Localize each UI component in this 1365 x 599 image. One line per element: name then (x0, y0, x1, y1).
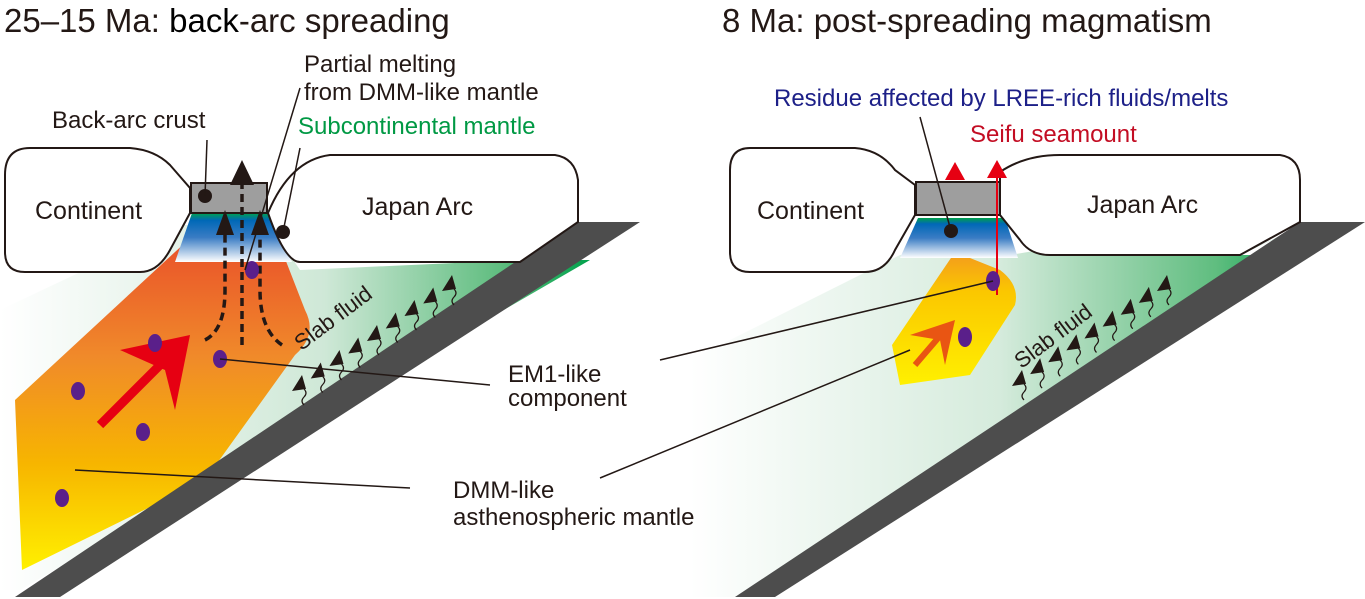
em1-label-2: component (508, 385, 627, 412)
slab-fluid-arrowhead (367, 325, 381, 341)
japan-arc-label: Japan Arc (1087, 191, 1199, 219)
subducting-slab (735, 222, 1365, 597)
subcontinental-mantle-label: Subcontinental mantle (298, 113, 536, 140)
dmm-mantle-body (15, 215, 310, 570)
fluid-squiggle (413, 313, 420, 331)
em1-label: EM1-like (508, 361, 602, 388)
slab-fluid-arrows (292, 275, 457, 406)
dmm-label: DMM-like (453, 477, 555, 504)
fluid-squiggle (1166, 288, 1172, 306)
seifu-arrowhead (987, 160, 1007, 178)
japan-arc-label: Japan Arc (362, 193, 474, 221)
em1-dot (71, 382, 85, 400)
magma-ascent-arrowhead (945, 162, 965, 180)
upwelling-arrowhead (230, 160, 254, 185)
upwelling-flow-lines (204, 180, 284, 347)
fluid-squiggle (301, 388, 307, 406)
fluid-squiggle (451, 288, 457, 306)
fluid-squiggle (1130, 312, 1136, 330)
mantle-flow-arrow (910, 320, 955, 367)
subducting-slab (15, 222, 640, 597)
back-arc-crust-label: Back-arc crust (52, 107, 206, 134)
back-arc-crust-block (915, 181, 1001, 216)
slab-fluid-arrowhead (442, 275, 456, 291)
partial-melting-label-2: from DMM-like mantle (304, 79, 539, 106)
slab-fluid-arrowhead (1157, 275, 1171, 291)
fluid-squiggle (1075, 347, 1081, 365)
slab-fluid-arrowhead (310, 362, 325, 379)
mantle-flow-arrow (96, 335, 190, 429)
panel-back-arc-spreading (0, 87, 640, 597)
slab-fluid-arrowhead (329, 350, 344, 366)
fluid-squiggle (1057, 359, 1063, 377)
em1-dot (55, 489, 69, 507)
fluid-squiggle (1112, 324, 1118, 342)
slab-fluid-arrowhead (348, 337, 363, 354)
fluid-squiggle (1093, 336, 1100, 353)
fluid-squiggle (376, 338, 382, 356)
em1-dot (148, 334, 162, 352)
japan-arc-block (999, 154, 1301, 256)
fluid-squiggle (1148, 300, 1154, 318)
slab-fluid-arrowhead (404, 300, 419, 316)
fluid-squiggle (320, 376, 326, 393)
fluid-squiggle (1021, 383, 1027, 401)
slab-fluid-arrows (1012, 275, 1172, 401)
continent-label: Continent (35, 197, 143, 225)
panel2-title: 8 Ma: post-spreading magmatism (722, 2, 1212, 39)
slab-fluid-arrowhead (1048, 346, 1063, 363)
continent-block (729, 147, 916, 273)
fluid-squiggle (395, 326, 401, 343)
slab-fluid-arrowhead (1030, 358, 1045, 375)
slab-fluid-arrowhead (1138, 286, 1153, 303)
fluid-squiggle (1039, 371, 1045, 389)
residue-label: Residue affected by LREE-rich fluids/mel… (774, 85, 1229, 112)
residue-wedge (900, 218, 1018, 258)
em1-dot (958, 327, 972, 347)
upwelling-arrowhead (216, 210, 234, 235)
slab-fluid-arrowhead (1084, 322, 1099, 339)
slab-fluid-arrowhead (292, 375, 306, 391)
slab-fluid-arrowhead (385, 312, 400, 329)
dmm-label-2: asthenospheric mantle (453, 504, 695, 531)
slab-fluid-arrowhead (423, 287, 438, 304)
fluid-squiggle (338, 363, 345, 381)
em1-component-dots (55, 261, 259, 507)
fluid-squiggle (357, 351, 363, 368)
fluid-squiggle (432, 301, 438, 318)
seifu-seamount-label: Seifu seamount (970, 121, 1137, 148)
slab-fluid-arrowhead (1120, 298, 1135, 315)
em1-dot (136, 423, 150, 441)
partial-melting-label: Partial melting (304, 51, 457, 78)
continent-block (4, 147, 191, 273)
slab-fluid-arrowhead (1066, 334, 1081, 351)
continent-label: Continent (757, 197, 865, 225)
leader-lines (74, 87, 491, 489)
em1-dot (245, 261, 259, 279)
slab-fluid-arrowhead (1012, 370, 1026, 386)
leader-lines (599, 116, 994, 479)
panel-post-spreading-magmatism (599, 116, 1365, 597)
panel1-title: 25–15 Ma: back-arc spreading (4, 2, 450, 39)
slab-fluid-arrowhead (1102, 310, 1117, 327)
